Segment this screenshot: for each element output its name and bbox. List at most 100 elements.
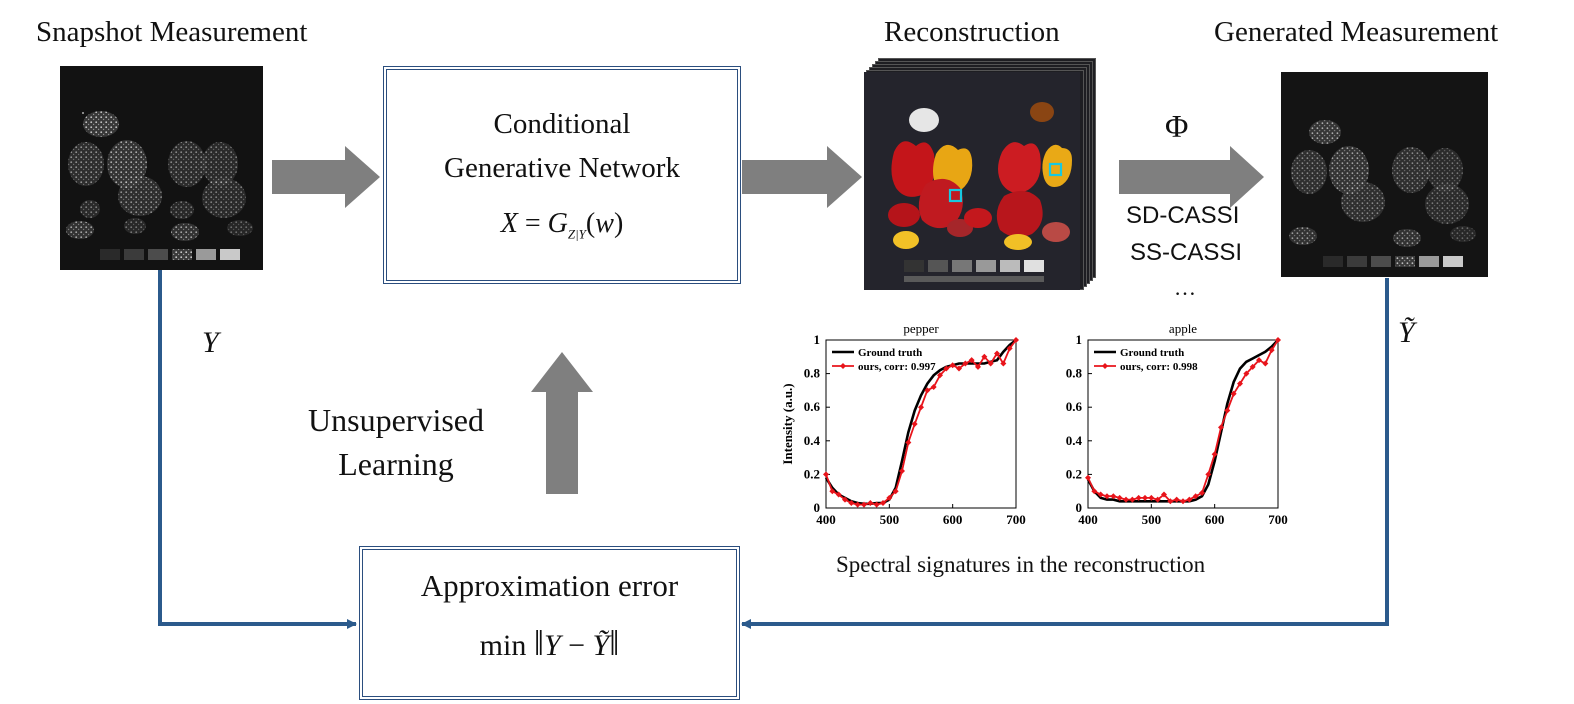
arrow-snapshot-to-network — [272, 146, 380, 208]
data-point-ours — [873, 501, 880, 508]
data-point-ours — [1091, 488, 1098, 495]
arrow-network-to-reconstruction — [742, 146, 862, 208]
data-point-ours — [956, 365, 962, 372]
data-point-ours — [1205, 471, 1212, 478]
y-tick-label: 0.8 — [804, 366, 821, 381]
data-point-ours — [1142, 494, 1148, 501]
legend-label: Ground truth — [858, 347, 922, 359]
data-point-ours — [975, 363, 981, 370]
legend: Ground truth ours, corr: 0.997 — [832, 347, 936, 373]
symbol-y-tilde: Ỹ — [1398, 316, 1415, 349]
data-point-ours — [1180, 498, 1186, 505]
x-tick-label: 700 — [1006, 512, 1026, 527]
reconstruction-image-stack — [864, 58, 1096, 290]
data-point-ours — [1135, 494, 1142, 501]
data-point-ours — [1085, 474, 1091, 481]
y-axis-label: Intensity (a.u.) — [780, 383, 795, 464]
legend-label: ours, corr: 0.998 — [1120, 361, 1198, 373]
error-equation: min ‖Y − Ỹ‖ — [479, 623, 620, 663]
operator-option-ellipsis: … — [1174, 275, 1196, 300]
data-point-ours — [1199, 489, 1205, 496]
data-point-ours — [1000, 360, 1007, 367]
data-point-ours — [1110, 493, 1117, 500]
data-point-ours — [892, 488, 899, 495]
x-tick-label: 600 — [943, 512, 963, 527]
data-point-ours — [861, 501, 867, 508]
chart-title: pepper — [903, 321, 939, 336]
legend-marker — [1102, 363, 1108, 369]
data-point-ours — [1268, 347, 1275, 354]
legend: Ground truth ours, corr: 0.998 — [1094, 347, 1198, 373]
data-point-ours — [1116, 494, 1123, 501]
approximation-error-box: Approximation error min ‖Y − Ỹ‖ — [359, 546, 740, 700]
chart-caption: Spectral signatures in the reconstructio… — [836, 552, 1206, 577]
network-title-line1: Conditional — [493, 108, 631, 140]
data-point-ours — [1013, 337, 1019, 343]
y-tick-label: 0.2 — [1066, 466, 1082, 481]
data-point-ours — [1230, 390, 1237, 397]
generated-scene — [1281, 72, 1488, 277]
chart-title: apple — [1169, 321, 1197, 336]
data-point-ours — [835, 491, 842, 498]
data-point-ours — [1161, 491, 1167, 498]
generated-measurement-image — [1281, 72, 1488, 277]
y-tick-label: 0.8 — [1066, 366, 1083, 381]
data-point-ours — [1243, 370, 1250, 377]
legend-label: ours, corr: 0.997 — [858, 361, 936, 373]
data-point-ours — [905, 439, 912, 446]
data-point-ours — [1262, 360, 1269, 367]
data-point-ours — [1173, 496, 1180, 503]
legend-marker — [840, 363, 846, 369]
data-point-ours — [867, 499, 874, 506]
data-point-ours — [823, 471, 829, 478]
reconstruction-scene — [864, 72, 1080, 290]
data-point-ours — [994, 350, 1000, 357]
data-point-ours — [1275, 337, 1281, 343]
unsupervised-label-line1: Unsupervised — [308, 402, 484, 438]
snapshot-measurement-image — [60, 66, 263, 270]
data-point-ours — [918, 404, 924, 411]
operator-option-ss-cassi: SS-CASSI — [1130, 239, 1243, 266]
x-tick-label: 500 — [880, 512, 900, 527]
network-title-line2: Generative Network — [444, 152, 680, 184]
data-point-ours — [943, 365, 950, 372]
arrow-reconstruction-to-generated — [1119, 146, 1264, 208]
data-point-ours — [886, 494, 893, 501]
data-point-ours — [842, 496, 848, 503]
data-point-ours — [1224, 407, 1231, 414]
x-tick-label: 400 — [816, 512, 836, 527]
legend-label: Ground truth — [1120, 347, 1184, 359]
reconstruction-title: Reconstruction — [884, 16, 1060, 48]
data-point-ours — [930, 384, 937, 391]
x-tick-label: 400 — [1078, 512, 1098, 527]
data-point-ours — [854, 501, 861, 508]
data-point-ours — [1104, 493, 1110, 500]
phi-symbol: Φ — [1165, 108, 1189, 144]
symbol-y: Y — [202, 326, 219, 359]
data-point-ours — [911, 421, 918, 427]
data-point-ours — [987, 360, 994, 367]
data-point-ours — [1186, 496, 1193, 503]
generative-network-box: Conditional Generative Network X = GZ|Y(… — [383, 66, 741, 284]
line-ytilde-to-error — [741, 278, 1389, 629]
data-point-ours — [1123, 496, 1129, 503]
operator-option-sd-cassi: SD-CASSI — [1126, 202, 1240, 229]
y-tick-label: 0.2 — [804, 466, 820, 481]
data-point-ours — [981, 353, 988, 360]
y-tick-label: 0.6 — [804, 399, 821, 414]
data-point-ours — [1154, 496, 1161, 503]
error-title: Approximation error — [420, 568, 679, 603]
data-point-ours — [1256, 357, 1262, 364]
data-point-ours — [924, 387, 931, 394]
data-point-ours — [1211, 451, 1218, 458]
data-point-ours — [848, 499, 855, 506]
data-point-ours — [899, 468, 905, 475]
plot-frame — [1087, 339, 1279, 509]
data-point-ours — [1167, 498, 1174, 505]
pepper-marker-box — [1048, 162, 1063, 177]
y-tick-label: 0.4 — [804, 433, 821, 448]
apple-marker-box — [948, 188, 963, 203]
y-tick-label: 0.4 — [1066, 433, 1083, 448]
